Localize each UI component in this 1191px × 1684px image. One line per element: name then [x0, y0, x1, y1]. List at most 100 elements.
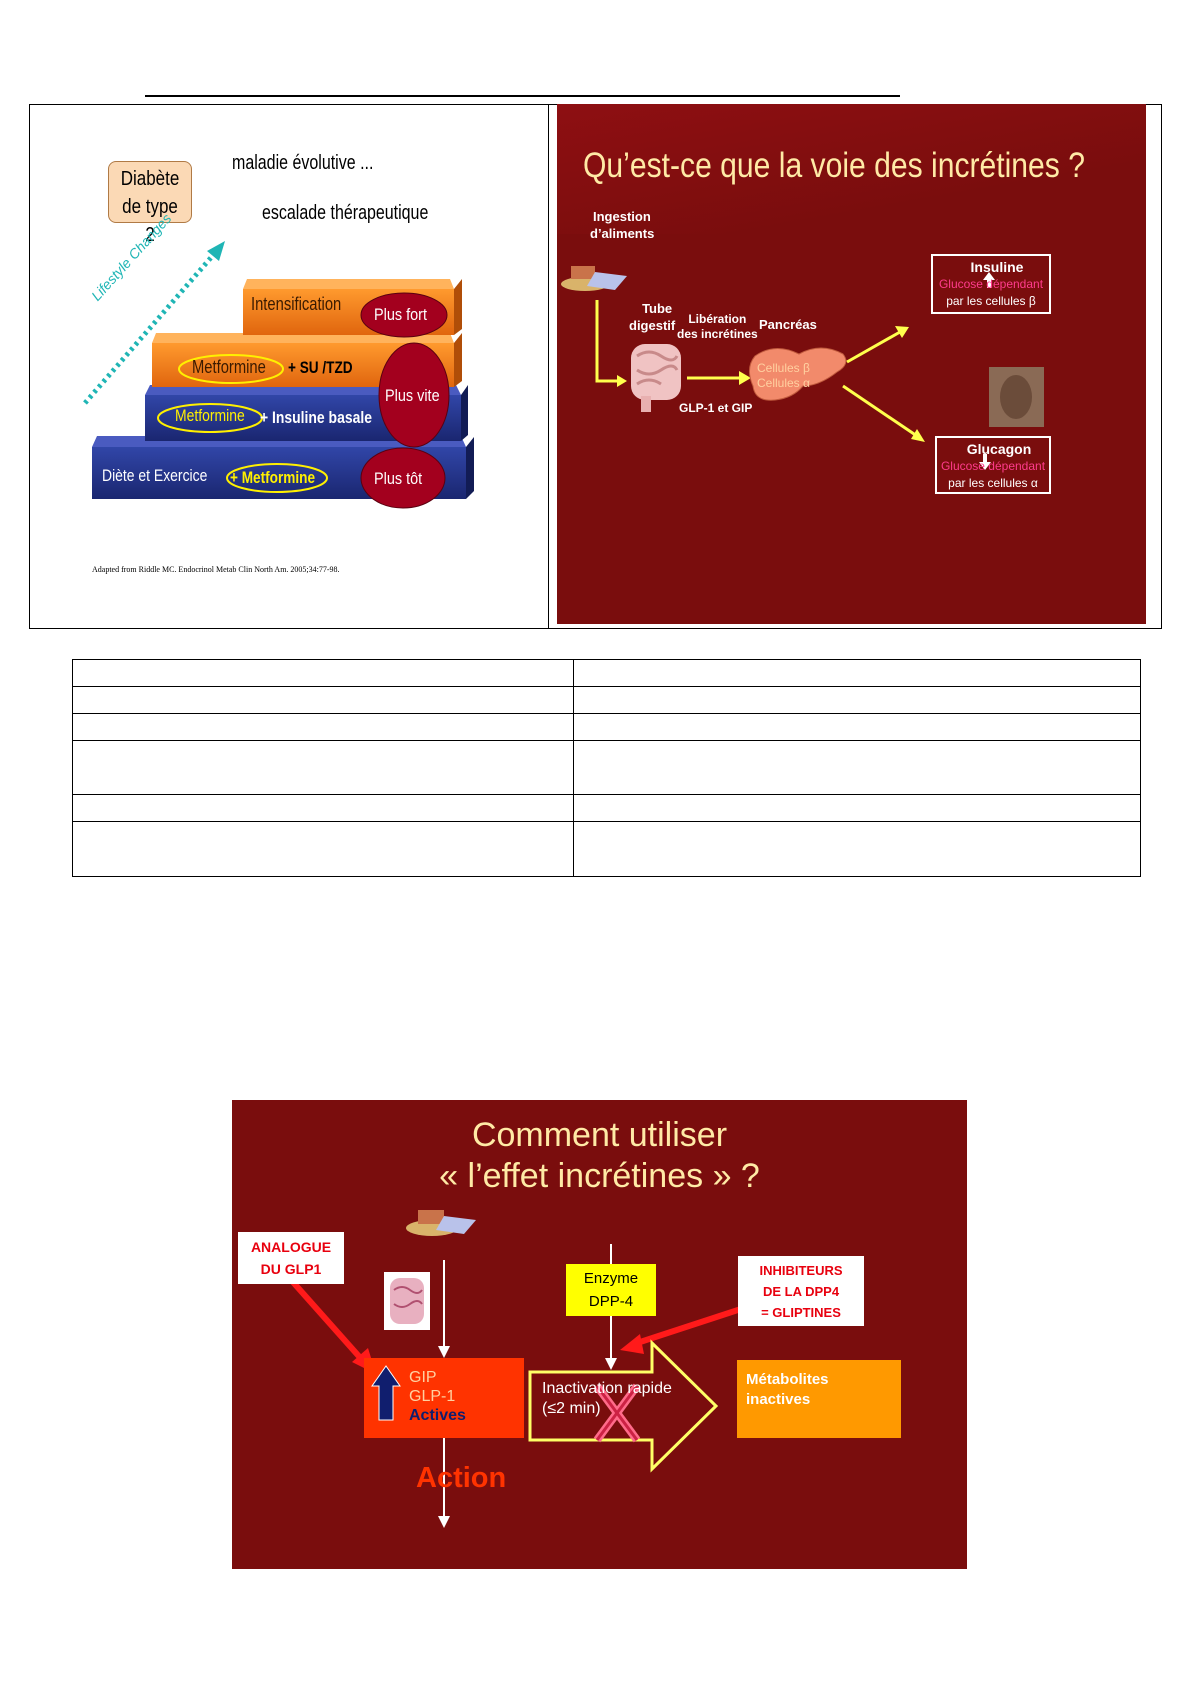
cell-alpha-label: Cellules α: [757, 376, 810, 390]
action-label: Action: [416, 1462, 507, 1494]
step3-rest-label: + SU /TZD: [288, 358, 353, 377]
inhibitors-line-3: = GLIPTINES: [761, 1305, 841, 1320]
slide-title-band: [557, 104, 1146, 234]
inhibitor-arrow: [633, 1305, 745, 1347]
food-napkin: [587, 272, 627, 290]
usage-title-line-2: « l’effet incrétines » ?: [439, 1157, 760, 1195]
table-row: [72, 821, 1141, 877]
actives-label: Actives: [409, 1407, 466, 1424]
insulin-cells: par les cellules β: [946, 294, 1036, 308]
gip-labels: GIP GLP-1 Actives: [409, 1368, 466, 1425]
oval-tot-label: Plus tôt: [374, 469, 423, 488]
badge-line-2: de type 2: [122, 196, 178, 246]
inactivation-line-2: (≤2 min): [542, 1400, 601, 1417]
glucagon-down-arrow-icon: [979, 454, 991, 470]
liberation-label: Libération des incrétines: [677, 312, 758, 342]
insulin-title: Insuline: [970, 259, 1024, 275]
glp-gip-label: GLP-1 et GIP: [679, 401, 753, 415]
header-rule: [145, 95, 900, 97]
oval-fort: [360, 292, 448, 338]
empty-table: [72, 659, 1141, 877]
step1-side: [466, 437, 474, 499]
table-cell: [72, 821, 574, 877]
lifestyle-arrowhead: [207, 241, 225, 261]
slide-title: Qu’est-ce que la voie des incrétines ?: [583, 146, 1085, 185]
block-x-icon: [593, 1383, 641, 1443]
tube-line-2: digestif: [629, 318, 676, 333]
table-row: [72, 686, 1141, 714]
oval-tot: [360, 447, 446, 509]
inactivation-labels: Inactivation rapide (≤2 min): [542, 1379, 672, 1419]
step2-rest-label: + Insuline basale: [260, 408, 372, 427]
pancreas-icon: [749, 347, 847, 401]
incretin-slide: Qu’est-ce que la voie des incrétines ?: [557, 104, 1146, 624]
glucagon-title: Glucagon: [966, 441, 1032, 457]
pathway-graphic: [561, 266, 1044, 470]
table-cell: [72, 794, 574, 822]
inactivation-line-1: Inactivation rapide: [542, 1380, 672, 1397]
analogue-arrow: [281, 1270, 367, 1364]
table-cell: [72, 740, 574, 795]
step3-top: [152, 333, 454, 343]
food-icon: [406, 1210, 476, 1236]
ingestion-line-2: d’aliments: [590, 226, 655, 241]
gip-label: GIP: [409, 1369, 437, 1386]
step3-side: [454, 333, 462, 387]
glucagon-sub: Glucose dépendant: [940, 459, 1046, 473]
table-row: [72, 713, 1141, 741]
table-cell: [72, 713, 574, 741]
pancreas-label: Pancréas: [759, 317, 817, 332]
insulin-sub: Glucose dépendant: [938, 277, 1044, 291]
step3-pill-label: Metformine: [192, 357, 266, 377]
table-cell: [573, 659, 1141, 687]
table-cell: [573, 686, 1141, 714]
table-cell: [573, 821, 1141, 877]
arrow-to-insulin: [846, 330, 901, 364]
enzyme-line-2: DPP-4: [588, 1293, 634, 1310]
oval-vite-label: Plus vite: [385, 386, 440, 405]
figure-divider: [548, 104, 549, 629]
lifestyle-arrow: [83, 251, 217, 405]
inhibitors-line-1: INHIBITEURS: [759, 1263, 843, 1278]
table-cell: [72, 659, 574, 687]
enzyme-line-1: Enzyme: [583, 1270, 639, 1287]
tube-line-1: Tube: [642, 301, 673, 316]
analogue-box: ANALOGUE DU GLP1: [238, 1232, 344, 1284]
table-cell: [573, 740, 1141, 795]
pyramid-panel: Diabète de type 2 maladie évolutive ... …: [30, 105, 547, 627]
oval-fort-label: Plus fort: [374, 305, 428, 324]
usage-graphic: [281, 1210, 901, 1528]
step4-label: Intensification: [251, 294, 342, 314]
pill-outline-step3: [178, 354, 284, 384]
food-to-gut-arrow: [595, 300, 619, 383]
table-row: [72, 659, 1141, 687]
pyramid-graphic: [83, 241, 474, 509]
glucagon-box: Glucagon Glucose dépendant par les cellu…: [935, 436, 1051, 494]
inhibitors-line-2: DE LA DPP4: [762, 1284, 840, 1299]
metabolites-labels: Métabolites inactives: [746, 1370, 829, 1410]
intestine-icon: [631, 344, 681, 412]
table-cell: [72, 686, 574, 714]
heading-evolutive: maladie évolutive ...: [232, 152, 374, 174]
arrow-to-glucagon: [842, 384, 918, 438]
step4-top: [243, 279, 454, 289]
step2-pill-label: Metformine: [175, 406, 245, 425]
liberation-line-2: des incrétines: [677, 327, 758, 341]
glucagon-cells: par les cellules α: [948, 476, 1038, 490]
step4-side: [454, 279, 462, 335]
liberation-line-1: Libération: [688, 312, 747, 326]
reference: Adapted from Riddle MC. Endocrinol Metab…: [92, 565, 340, 574]
table-cell: [573, 794, 1141, 822]
analogue-line-2: DU GLP1: [260, 1261, 322, 1277]
pill-outline-step2: [157, 403, 263, 433]
badge-line-1: Diabète: [120, 168, 180, 190]
ingestion-label: Ingestion d’aliments: [590, 208, 655, 242]
heading-escalade: escalade thérapeutique: [262, 202, 429, 224]
intestine-icon: [384, 1272, 430, 1330]
table-row: [72, 740, 1141, 795]
diabetes-badge: Diabète de type 2: [108, 161, 192, 246]
step2-side: [461, 385, 468, 441]
table-cell: [573, 713, 1141, 741]
cell-beta-label: Cellules β: [757, 361, 810, 375]
food-sandwich: [571, 266, 595, 279]
